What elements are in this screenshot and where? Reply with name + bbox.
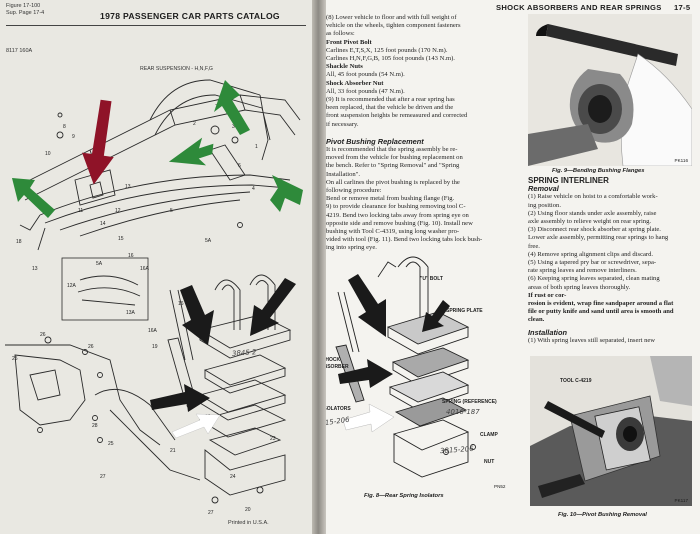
svg-text:16: 16 <box>128 253 134 259</box>
svg-text:13: 13 <box>125 184 131 190</box>
shock-label: SHOCK <box>322 357 341 363</box>
fig10-code: PK117 <box>674 498 688 503</box>
svg-text:5: 5 <box>170 208 173 214</box>
svg-text:18: 18 <box>16 239 22 245</box>
svg-text:24: 24 <box>230 474 236 480</box>
svg-text:27: 27 <box>208 510 214 516</box>
fig10-caption: Fig. 10—Pivot Bushing Removal <box>558 512 647 518</box>
fig10-photo: TOOL C-4219 PK117 <box>530 356 692 506</box>
section-header: SHOCK ABSORBERS AND REAR SPRINGS <box>496 3 662 12</box>
bushing-flange-illustration <box>528 14 692 166</box>
text-column-2: SPRING INTERLINER Removal (1) Raise vehi… <box>528 176 696 345</box>
diagram-title: REAR SUSPENSION - H,N,F,G <box>140 66 213 72</box>
isolators-label: ISOLATORS <box>322 406 351 412</box>
spring-reference-label: SPRING (REFERENCE) <box>442 399 497 405</box>
shackle-label: Shackle Nuts <box>326 63 363 71</box>
nut-label: NUT <box>484 459 495 465</box>
fig8-caption: Fig. 8—Rear Spring Isolators <box>364 493 444 499</box>
step-8-text: (8) Lower vehicle to floor and with full… <box>326 14 461 38</box>
installation-step-1: (1) With spring leaves still separated, … <box>528 336 656 344</box>
page-number: 17-5 <box>674 3 691 12</box>
svg-text:16: 16 <box>178 301 184 307</box>
removal-heading: Removal <box>528 184 559 194</box>
title-rule <box>6 25 306 26</box>
svg-text:13: 13 <box>32 266 38 272</box>
svg-text:26: 26 <box>88 344 94 350</box>
svg-text:19: 19 <box>152 344 158 350</box>
svg-text:8: 8 <box>63 124 66 130</box>
svg-text:12: 12 <box>115 208 121 214</box>
svg-text:10: 10 <box>45 151 51 157</box>
absorber-label: ABSORBER <box>320 364 349 370</box>
left-catalog-page: Figure 17-100 Sup. Page 17-4 1978 PASSEN… <box>0 0 320 534</box>
fig9-photo: PK116 <box>528 14 692 166</box>
fig9-caption: Fig. 9—Bending Bushing Flanges <box>552 168 645 174</box>
printed-in-note: Printed in U.S.A. <box>228 520 269 526</box>
svg-text:26: 26 <box>40 332 46 338</box>
svg-text:3: 3 <box>232 124 235 130</box>
supersedes-note: Sup. Page 17-4 <box>6 10 45 16</box>
svg-text:16A: 16A <box>140 266 150 272</box>
svg-text:12A: 12A <box>67 283 77 289</box>
installation-heading: Installation <box>528 327 568 337</box>
svg-text:27: 27 <box>100 474 106 480</box>
spring-interliner-heading: SPRING INTERLINER <box>528 176 609 185</box>
ubolt-label: "U" BOLT <box>420 276 443 282</box>
pivot-bushing-text: It is recommended that the spring assemb… <box>326 146 483 252</box>
svg-text:25: 25 <box>12 356 18 362</box>
svg-text:9: 9 <box>72 134 75 140</box>
svg-text:6: 6 <box>238 163 241 169</box>
fig9-code: PK116 <box>674 158 688 163</box>
svg-text:25: 25 <box>108 441 114 447</box>
step-9-text: (9) It is recommended that after a rear … <box>326 96 468 128</box>
removal-steps: (1) Raise vehicle on hoist to a comforta… <box>528 193 674 324</box>
tool-label: TOOL C-4219 <box>560 378 592 384</box>
svg-text:5A: 5A <box>96 261 103 267</box>
pivot-bushing-removal-illustration <box>530 356 692 506</box>
fig8-isolator-drawing <box>335 256 476 478</box>
figure-number: Figure 17-100 <box>6 3 41 9</box>
pivot-bushing-heading: Pivot Bushing Replacement <box>326 136 424 146</box>
clamp-label: CLAMP <box>480 432 498 438</box>
diagram-ref-code: 8117 160A <box>6 48 33 54</box>
svg-text:28: 28 <box>92 423 98 429</box>
svg-text:14: 14 <box>100 221 106 227</box>
right-manual-page: SHOCK ABSORBERS AND REAR SPRINGS 17-5 (8… <box>318 0 700 534</box>
fig8-code: PN52 <box>494 484 506 489</box>
svg-text:15: 15 <box>118 236 124 242</box>
svg-text:11: 11 <box>78 208 83 214</box>
catalog-title: 1978 PASSENGER CAR PARTS CATALOG <box>100 11 280 21</box>
shock-nut-label: Shock Absorber Nut <box>326 79 384 87</box>
svg-text:1: 1 <box>255 144 258 150</box>
svg-text:5A: 5A <box>205 238 212 244</box>
svg-text:16A: 16A <box>148 328 158 334</box>
svg-text:23: 23 <box>270 436 276 442</box>
front-pivot-label: Front Pivot Bolt <box>326 38 372 46</box>
svg-text:4: 4 <box>252 186 255 192</box>
text-column-1: (8) Lower vehicle to floor and with full… <box>326 14 522 253</box>
handwritten-note-1: 4016-187 <box>446 408 480 416</box>
svg-text:13A: 13A <box>126 310 136 316</box>
spring-plate-label: SPRING PLATE <box>446 308 483 314</box>
svg-text:20: 20 <box>245 507 251 513</box>
svg-text:21: 21 <box>170 448 176 454</box>
svg-text:2: 2 <box>193 121 196 127</box>
handwritten-part-number: 3845 2 <box>231 348 257 358</box>
book-gutter <box>312 0 326 534</box>
